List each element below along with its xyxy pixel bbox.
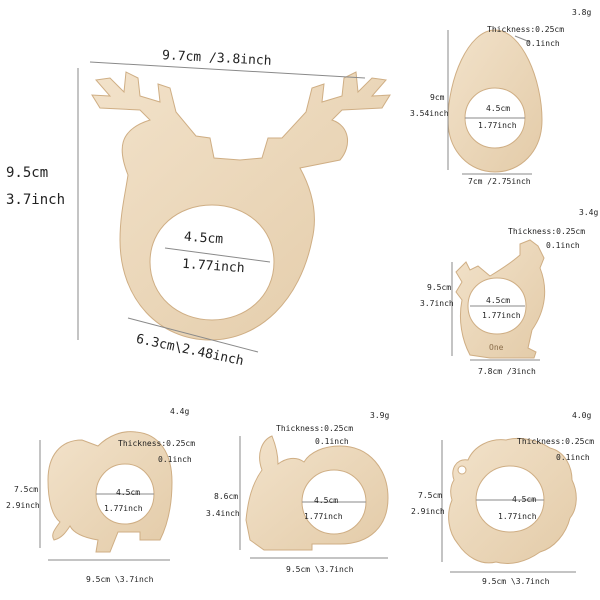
rabbit-height-cm: 8.6cm: [214, 492, 239, 501]
egg-height-cm: 9cm: [430, 93, 445, 102]
reindeer-height-inch: 3.7inch: [6, 192, 66, 208]
rabbit-thickness-inch: 0.1inch: [315, 437, 349, 446]
egg-height-inch: 3.54inch: [410, 109, 449, 118]
rabbit-thickness: Thickness:0.25cm: [276, 424, 354, 433]
egg-hole-cm: 4.5cm: [486, 104, 511, 113]
egg-napkin-ring-image: [447, 29, 543, 173]
sheep-hole-cm: 4.5cm: [512, 495, 537, 504]
elephant-width-label: 9.5cm \3.7inch: [86, 575, 154, 584]
rabbit-weight: 3.9g: [370, 411, 390, 420]
elephant-height-cm: 7.5cm: [14, 485, 39, 494]
sheep-height-inch: 2.9inch: [411, 507, 445, 516]
dimension-lines: [39, 30, 576, 573]
rooster-height-inch: 3.7inch: [420, 299, 454, 308]
rabbit-hole-cm: 4.5cm: [314, 496, 339, 505]
rooster-napkin-ring-image: [455, 239, 546, 359]
elephant-hole-inch: 1.77inch: [104, 504, 143, 513]
rabbit-width-label: 9.5cm \3.7inch: [286, 565, 354, 574]
sheep-hole-inch: 1.77inch: [498, 512, 537, 521]
reindeer-hole-cm: 4.5cm: [183, 229, 224, 248]
sheep-weight: 4.0g: [572, 411, 592, 420]
rooster-width-label: 7.8cm /3inch: [478, 367, 536, 376]
elephant-hole-cm: 4.5cm: [116, 488, 141, 497]
egg-hole-inch: 1.77inch: [478, 121, 517, 130]
rooster-hole-inch: 1.77inch: [482, 311, 521, 320]
rooster-hole-cm: 4.5cm: [486, 296, 511, 305]
rabbit-hole-inch: 1.77inch: [304, 512, 343, 521]
rooster-thickness-inch: 0.1inch: [546, 241, 580, 250]
egg-thickness: Thickness:0.25cm: [487, 25, 565, 34]
elephant-thickness-inch: 0.1inch: [158, 455, 192, 464]
reindeer-height-cm: 9.5cm: [6, 165, 49, 181]
egg-width-label: 7cm /2.75inch: [468, 177, 531, 186]
rooster-weight: 3.4g: [579, 208, 599, 217]
sheep-thickness: Thickness:0.25cm: [517, 437, 595, 446]
egg-weight: 3.8g: [572, 8, 592, 17]
rooster-height-cm: 9.5cm: [427, 283, 452, 292]
egg-thickness-inch: 0.1inch: [526, 39, 560, 48]
sheep-height-cm: 7.5cm: [418, 491, 443, 500]
elephant-napkin-ring-image: [47, 431, 173, 553]
rabbit-height-inch: 3.4inch: [206, 509, 240, 518]
reindeer-napkin-ring-image: [91, 71, 391, 341]
sheep-thickness-inch: 0.1inch: [556, 453, 590, 462]
elephant-thickness: Thickness:0.25cm: [118, 439, 196, 448]
sheep-napkin-ring-image: [448, 437, 577, 565]
rooster-engraving: One: [489, 343, 504, 352]
rooster-thickness: Thickness:0.25cm: [508, 227, 586, 236]
elephant-height-inch: 2.9inch: [6, 501, 40, 510]
elephant-weight: 4.4g: [170, 407, 190, 416]
sheep-width-label: 9.5cm \3.7inch: [482, 577, 550, 586]
rabbit-napkin-ring-image: [245, 435, 389, 551]
